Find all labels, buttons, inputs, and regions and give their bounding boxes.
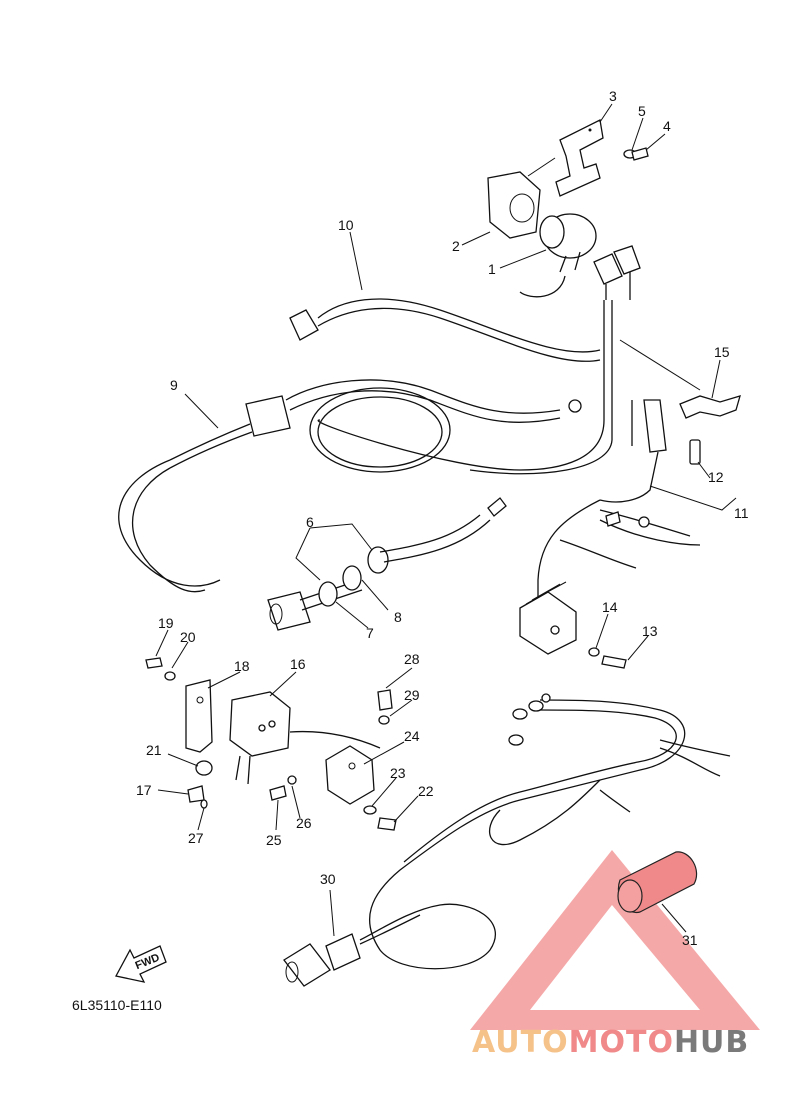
- harness-part-11[interactable]: [537, 399, 701, 600]
- part-label-6: 6: [306, 514, 314, 530]
- part-label-11: 11: [734, 505, 749, 521]
- solenoid-part-1[interactable]: [519, 213, 597, 298]
- bolt-part-28[interactable]: [377, 689, 393, 711]
- watermark-text: AUTOMOTOHUB: [472, 1025, 749, 1060]
- bolt-part-22[interactable]: [377, 817, 397, 831]
- part-label-31: 31: [682, 932, 698, 948]
- part-label-29: 29: [404, 687, 420, 703]
- bolt-part-17[interactable]: [187, 785, 205, 803]
- part-label-18: 18: [234, 658, 250, 674]
- bracket-part-24[interactable]: [325, 745, 375, 805]
- washer-part-23[interactable]: [363, 805, 377, 815]
- part-label-27: 27: [188, 830, 204, 846]
- fuse-part-12[interactable]: [689, 439, 701, 465]
- bolt-part-13[interactable]: [601, 655, 627, 669]
- rectifier[interactable]: [519, 581, 577, 655]
- part-label-19: 19: [158, 615, 174, 631]
- part-label-15: 15: [714, 344, 730, 360]
- battery-terminals[interactable]: [317, 245, 641, 475]
- diagram-code: 6L35110-E110: [72, 997, 162, 1013]
- part-label-26: 26: [296, 815, 312, 831]
- part-label-12: 12: [708, 469, 724, 485]
- part-label-8: 8: [394, 609, 402, 625]
- part-label-3: 3: [609, 88, 617, 104]
- bracket-part-18[interactable]: [185, 679, 213, 753]
- part-label-13: 13: [642, 623, 658, 639]
- relay-part-16[interactable]: [229, 691, 381, 785]
- part-label-28: 28: [404, 651, 420, 667]
- washer-part-27[interactable]: [200, 799, 208, 809]
- part-label-9: 9: [170, 377, 178, 393]
- part-label-10: 10: [338, 217, 354, 233]
- watermark-auto: AUTO: [472, 1025, 569, 1060]
- cable-part-9[interactable]: [118, 379, 582, 593]
- watermark-moto: MOTO: [569, 1025, 674, 1060]
- part-label-25: 25: [266, 832, 282, 848]
- part-label-14: 14: [602, 599, 618, 615]
- collar-part-21[interactable]: [195, 760, 213, 776]
- part-labels: 1 2 3 4 5 6 7 8 9 10 11 12 13 14 15 16 1…: [136, 88, 749, 948]
- part-label-17: 17: [136, 782, 152, 798]
- part-label-20: 20: [180, 629, 196, 645]
- part-label-24: 24: [404, 728, 420, 744]
- clamp-part-15[interactable]: [679, 395, 741, 419]
- leader-lines: [155, 103, 737, 937]
- watermark-logo: [470, 850, 760, 1030]
- part-label-16: 16: [290, 656, 306, 672]
- part-label-30: 30: [320, 871, 336, 887]
- part-label-2: 2: [452, 238, 460, 254]
- cable-part-10[interactable]: [289, 298, 601, 362]
- part-label-4: 4: [663, 118, 671, 134]
- part-label-21: 21: [146, 742, 162, 758]
- part-label-7: 7: [366, 625, 374, 641]
- watermark-hub: HUB: [674, 1025, 749, 1060]
- part-label-23: 23: [390, 765, 406, 781]
- bolt-part-19[interactable]: [145, 657, 163, 669]
- bolt-part-4[interactable]: [631, 147, 649, 161]
- bracket-part-3[interactable]: [555, 119, 604, 197]
- bolt-part-25[interactable]: [269, 785, 287, 801]
- part-label-1: 1: [488, 261, 496, 277]
- cover-part-2[interactable]: [487, 171, 541, 239]
- part-label-22: 22: [418, 783, 434, 799]
- washer-part-26[interactable]: [287, 775, 297, 785]
- harness-part-30[interactable]: [283, 693, 731, 987]
- washer-part-20[interactable]: [164, 671, 176, 681]
- part-label-5: 5: [638, 103, 646, 119]
- sleeve-part-31[interactable]: [617, 851, 698, 914]
- fwd-arrow-icon: FWD: [115, 945, 167, 983]
- washer-part-29[interactable]: [378, 715, 390, 725]
- washer-part-14[interactable]: [588, 647, 600, 657]
- grommet-assembly-part-6[interactable]: [267, 497, 507, 631]
